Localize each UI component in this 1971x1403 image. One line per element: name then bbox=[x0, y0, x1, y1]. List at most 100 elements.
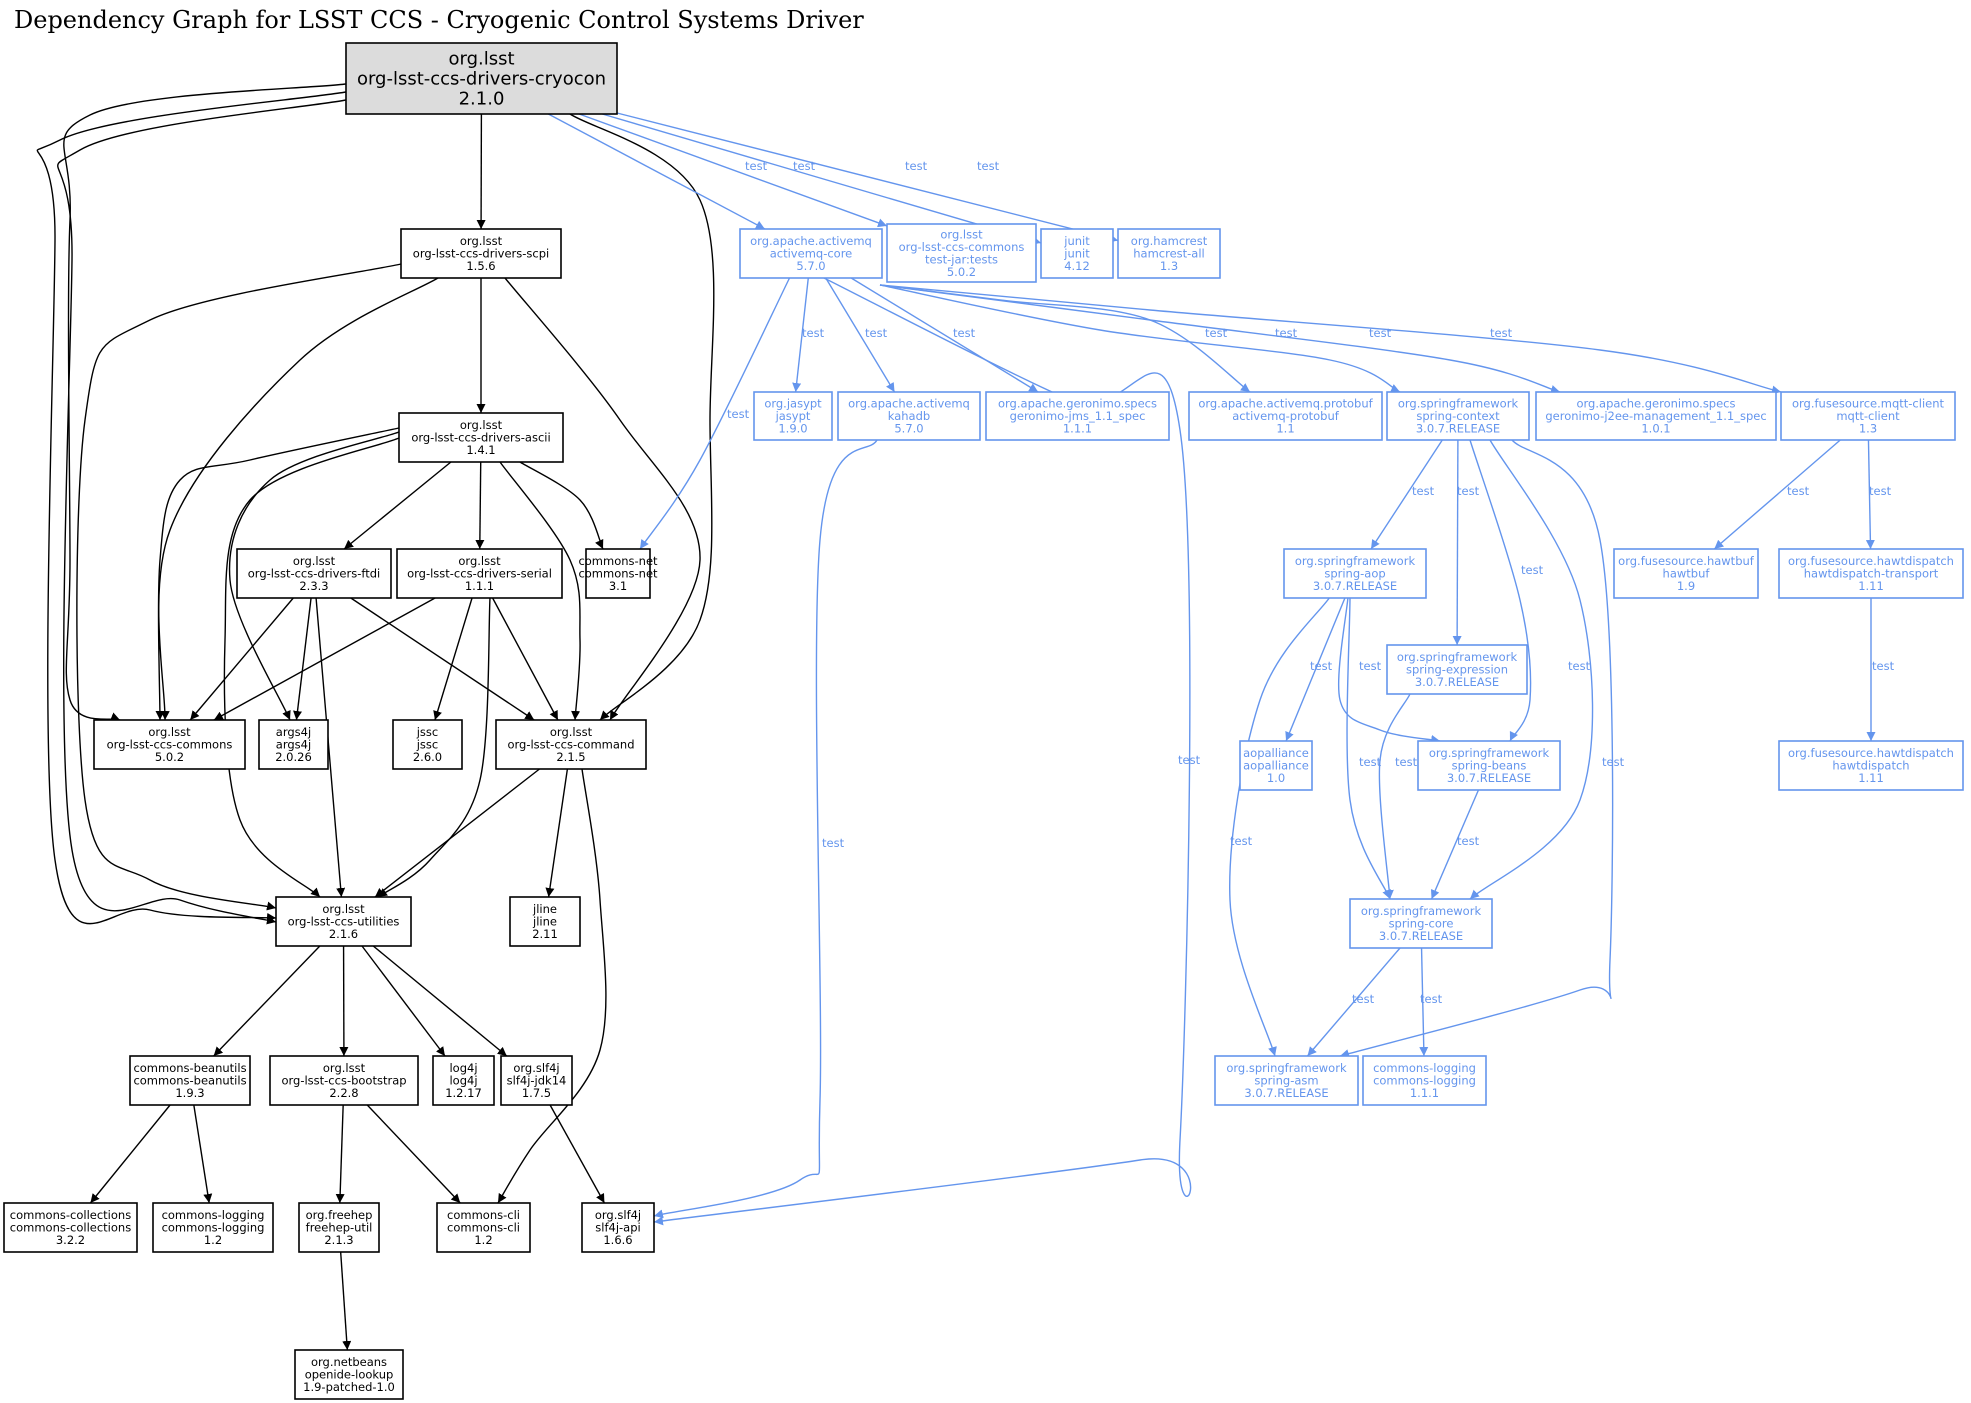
node-version: 1.11 bbox=[1858, 579, 1884, 593]
node-artifact: hamcrest-all bbox=[1133, 247, 1205, 261]
node-springasm[interactable]: org.springframeworkspring-asm3.0.7.RELEA… bbox=[1214, 1055, 1359, 1106]
edge-ftdi-to-command bbox=[350, 597, 535, 721]
node-artifact: junit bbox=[1063, 247, 1090, 261]
node-version: 2.0.26 bbox=[275, 750, 312, 764]
edge-ascii-to-args4j bbox=[228, 431, 400, 721]
node-springaop[interactable]: org.springframeworkspring-aop3.0.7.RELEA… bbox=[1283, 548, 1427, 599]
node-protobuf[interactable]: org.apache.activemq.protobufactivemq-pro… bbox=[1188, 391, 1383, 441]
edge-slf4jjdk14-to-slf4japi bbox=[549, 1104, 606, 1204]
edge-label: test bbox=[1412, 484, 1435, 498]
edge-amqcore-to-protobuf bbox=[879, 284, 1251, 393]
edge-label: test bbox=[1787, 484, 1810, 498]
edge-scpi-to-command bbox=[504, 277, 701, 721]
edge-label: test bbox=[1872, 659, 1895, 673]
edge-beanutils-to-logging12 bbox=[193, 1104, 213, 1204]
node-version: 3.1 bbox=[609, 579, 627, 593]
node-hawtdispatch[interactable]: org.fusesource.hawtdispatchhawtdispatch1… bbox=[1778, 740, 1964, 791]
node-transport[interactable]: org.fusesource.hawtdispatchhawtdispatch-… bbox=[1778, 548, 1964, 599]
node-artifact: org-lsst-ccs-drivers-ascii bbox=[411, 431, 550, 445]
node-artifact: commons-net bbox=[578, 567, 658, 581]
edge-serial-to-utilities bbox=[377, 597, 491, 898]
node-jms[interactable]: org.apache.geronimo.specsgeronimo-jms_1.… bbox=[985, 391, 1170, 441]
node-box bbox=[495, 719, 647, 770]
node-artifact: freehep-util bbox=[306, 1221, 373, 1235]
node-artifact: jline bbox=[532, 915, 557, 929]
edge-serial-to-ccscommons bbox=[213, 597, 436, 721]
edge-ascii-to-ccscommons bbox=[155, 427, 400, 721]
node-artifact: commons-cli bbox=[447, 1221, 520, 1235]
node-version: 1.2 bbox=[204, 1233, 222, 1247]
node-group: org.springframework bbox=[1361, 904, 1482, 918]
edges-layer bbox=[36, 83, 1876, 1351]
node-box bbox=[753, 391, 833, 441]
node-springbeans[interactable]: org.springframeworkspring-beans3.0.7.REL… bbox=[1417, 740, 1561, 791]
node-version: 3.0.7.RELEASE bbox=[1313, 579, 1397, 593]
node-box bbox=[1239, 740, 1313, 791]
node-group: org.lsst bbox=[460, 418, 503, 432]
node-artifact: org-lsst-ccs-drivers-ftdi bbox=[248, 567, 380, 581]
node-springcontext[interactable]: org.springframeworkspring-context3.0.7.R… bbox=[1386, 391, 1530, 441]
edge-command-to-jline bbox=[545, 768, 569, 898]
node-version: 1.2.17 bbox=[445, 1086, 482, 1100]
node-group: jline bbox=[532, 902, 557, 916]
node-version: 1.7.5 bbox=[522, 1086, 551, 1100]
node-openide[interactable]: org.netbeansopenide-lookup1.9-patched-1.… bbox=[294, 1349, 404, 1400]
node-version: 3.2.2 bbox=[56, 1233, 85, 1247]
node-box bbox=[1535, 391, 1777, 441]
node-collections[interactable]: commons-collectionscommons-collections3.… bbox=[3, 1202, 138, 1253]
node-box bbox=[1778, 740, 1964, 791]
node-cryocon[interactable]: org.lsstorg-lsst-ccs-drivers-cryocon2.1.… bbox=[345, 42, 618, 115]
node-group: org.apache.geronimo.specs bbox=[1577, 397, 1736, 411]
node-springexpr[interactable]: org.springframeworkspring-expression3.0.… bbox=[1386, 644, 1528, 695]
node-version: 1.1.1 bbox=[1410, 1086, 1439, 1100]
edge-amqcore-to-kahadb bbox=[825, 277, 896, 393]
node-version: 1.0 bbox=[1267, 771, 1285, 785]
edge-label: test bbox=[1490, 326, 1513, 340]
edge-label: test bbox=[1275, 326, 1298, 340]
node-testjar[interactable]: org.lsstorg-lsst-ccs-commonstest-jar:tes… bbox=[886, 223, 1037, 283]
node-artifact: aopalliance bbox=[1243, 759, 1309, 773]
node-box bbox=[392, 719, 463, 770]
edge-label: test bbox=[1420, 992, 1443, 1006]
node-j2ee[interactable]: org.apache.geronimo.specsgeronimo-j2ee-m… bbox=[1535, 391, 1777, 441]
node-version: 1.0.1 bbox=[1641, 422, 1670, 436]
edge-label: test bbox=[1359, 659, 1382, 673]
node-artifact: commons-logging bbox=[162, 1221, 265, 1235]
edge-amqcore-to-springcontext bbox=[879, 284, 1401, 393]
node-box bbox=[294, 1349, 404, 1400]
node-group: org.fusesource.mqtt-client bbox=[1792, 397, 1945, 411]
edge-ascii-to-utilities bbox=[223, 437, 400, 898]
edge-amqcore-to-j2ee bbox=[879, 284, 1561, 394]
node-springcore[interactable]: org.springframeworkspring-core3.0.7.RELE… bbox=[1349, 898, 1493, 949]
node-group: org.lsst bbox=[323, 1061, 366, 1075]
node-version: 5.0.2 bbox=[947, 265, 976, 279]
